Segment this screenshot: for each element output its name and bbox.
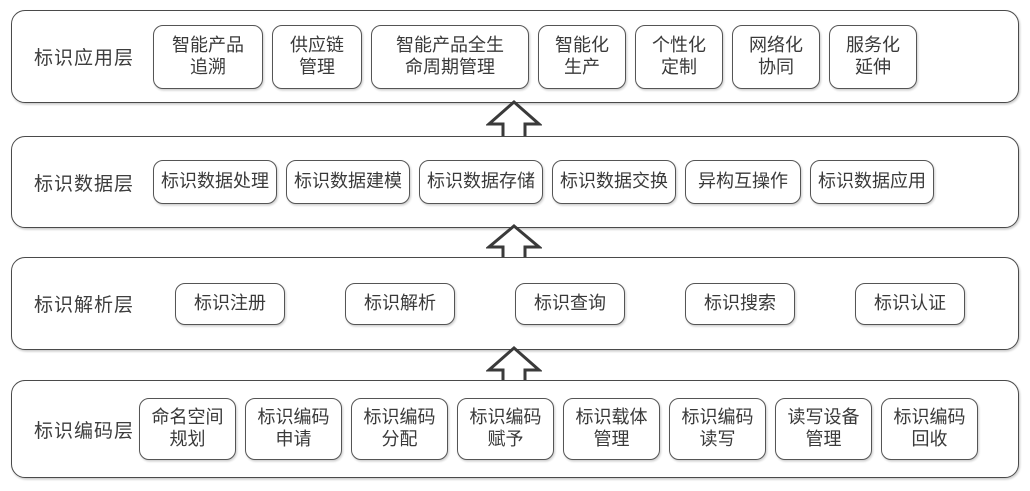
node-identifier-data-application[interactable]: 标识数据应用 <box>810 160 934 204</box>
node-identifier-carrier-management[interactable]: 标识载体 管理 <box>563 398 660 460</box>
node-supply-chain-management[interactable]: 供应链 管理 <box>272 24 362 89</box>
arrow-data-to-application-icon <box>486 100 542 140</box>
node-namespace-planning[interactable]: 命名空间 规划 <box>139 398 236 460</box>
node-identifier-code-read-write[interactable]: 标识编码 读写 <box>669 398 766 460</box>
node-identifier-code-allocation[interactable]: 标识编码 分配 <box>351 398 448 460</box>
node-read-write-device-management[interactable]: 读写设备 管理 <box>775 398 872 460</box>
node-row-application: 智能产品 追溯 供应链 管理 智能产品全生 命周期管理 智能化 生产 个性化 定… <box>153 11 1018 102</box>
node-networked-collaboration[interactable]: 网络化 协同 <box>732 24 820 89</box>
node-row-data: 标识数据处理 标识数据建模 标识数据存储 标识数据交换 异构互操作 标识数据应用 <box>153 137 1018 227</box>
node-identifier-registration[interactable]: 标识注册 <box>175 282 285 325</box>
layer-resolution: 标识解析层 标识注册 标识解析 标识查询 标识搜索 标识认证 <box>11 257 1019 350</box>
node-product-lifecycle-management[interactable]: 智能产品全生 命周期管理 <box>371 24 529 89</box>
node-personalized-customization[interactable]: 个性化 定制 <box>635 24 723 89</box>
node-identifier-data-storage[interactable]: 标识数据存储 <box>419 160 543 204</box>
layer-label-encoding: 标识编码层 <box>34 420 135 442</box>
node-identifier-resolution[interactable]: 标识解析 <box>345 282 455 325</box>
node-identifier-code-recycling[interactable]: 标识编码 回收 <box>881 398 978 460</box>
node-identifier-code-assignment[interactable]: 标识编码 赋予 <box>457 398 554 460</box>
node-identifier-code-application[interactable]: 标识编码 申请 <box>245 398 342 460</box>
node-service-extension[interactable]: 服务化 延伸 <box>829 24 917 89</box>
node-intelligent-production[interactable]: 智能化 生产 <box>538 24 626 89</box>
layer-label-data: 标识数据层 <box>34 173 135 195</box>
node-identifier-authentication[interactable]: 标识认证 <box>855 282 965 325</box>
layer-application: 标识应用层 智能产品 追溯 供应链 管理 智能产品全生 命周期管理 智能化 生产… <box>11 10 1019 103</box>
node-identifier-search[interactable]: 标识搜索 <box>685 282 795 325</box>
node-row-resolution: 标识注册 标识解析 标识查询 标识搜索 标识认证 <box>153 258 1018 349</box>
layer-encoding: 标识编码层 命名空间 规划 标识编码 申请 标识编码 分配 标识编码 赋予 标识… <box>11 380 1019 478</box>
node-heterogeneous-interoperability[interactable]: 异构互操作 <box>685 160 801 204</box>
node-identifier-data-processing[interactable]: 标识数据处理 <box>153 160 277 204</box>
layer-label-application: 标识应用层 <box>34 48 135 69</box>
node-intelligent-product-traceability[interactable]: 智能产品 追溯 <box>153 24 263 89</box>
node-identifier-data-modeling[interactable]: 标识数据建模 <box>286 160 410 204</box>
node-row-encoding: 命名空间 规划 标识编码 申请 标识编码 分配 标识编码 赋予 标识载体 管理 … <box>139 381 1018 477</box>
layer-data: 标识数据层 标识数据处理 标识数据建模 标识数据存储 标识数据交换 异构互操作 … <box>11 136 1019 228</box>
node-identifier-query[interactable]: 标识查询 <box>515 282 625 325</box>
layer-label-resolution: 标识解析层 <box>34 295 135 316</box>
node-identifier-data-exchange[interactable]: 标识数据交换 <box>552 160 676 204</box>
